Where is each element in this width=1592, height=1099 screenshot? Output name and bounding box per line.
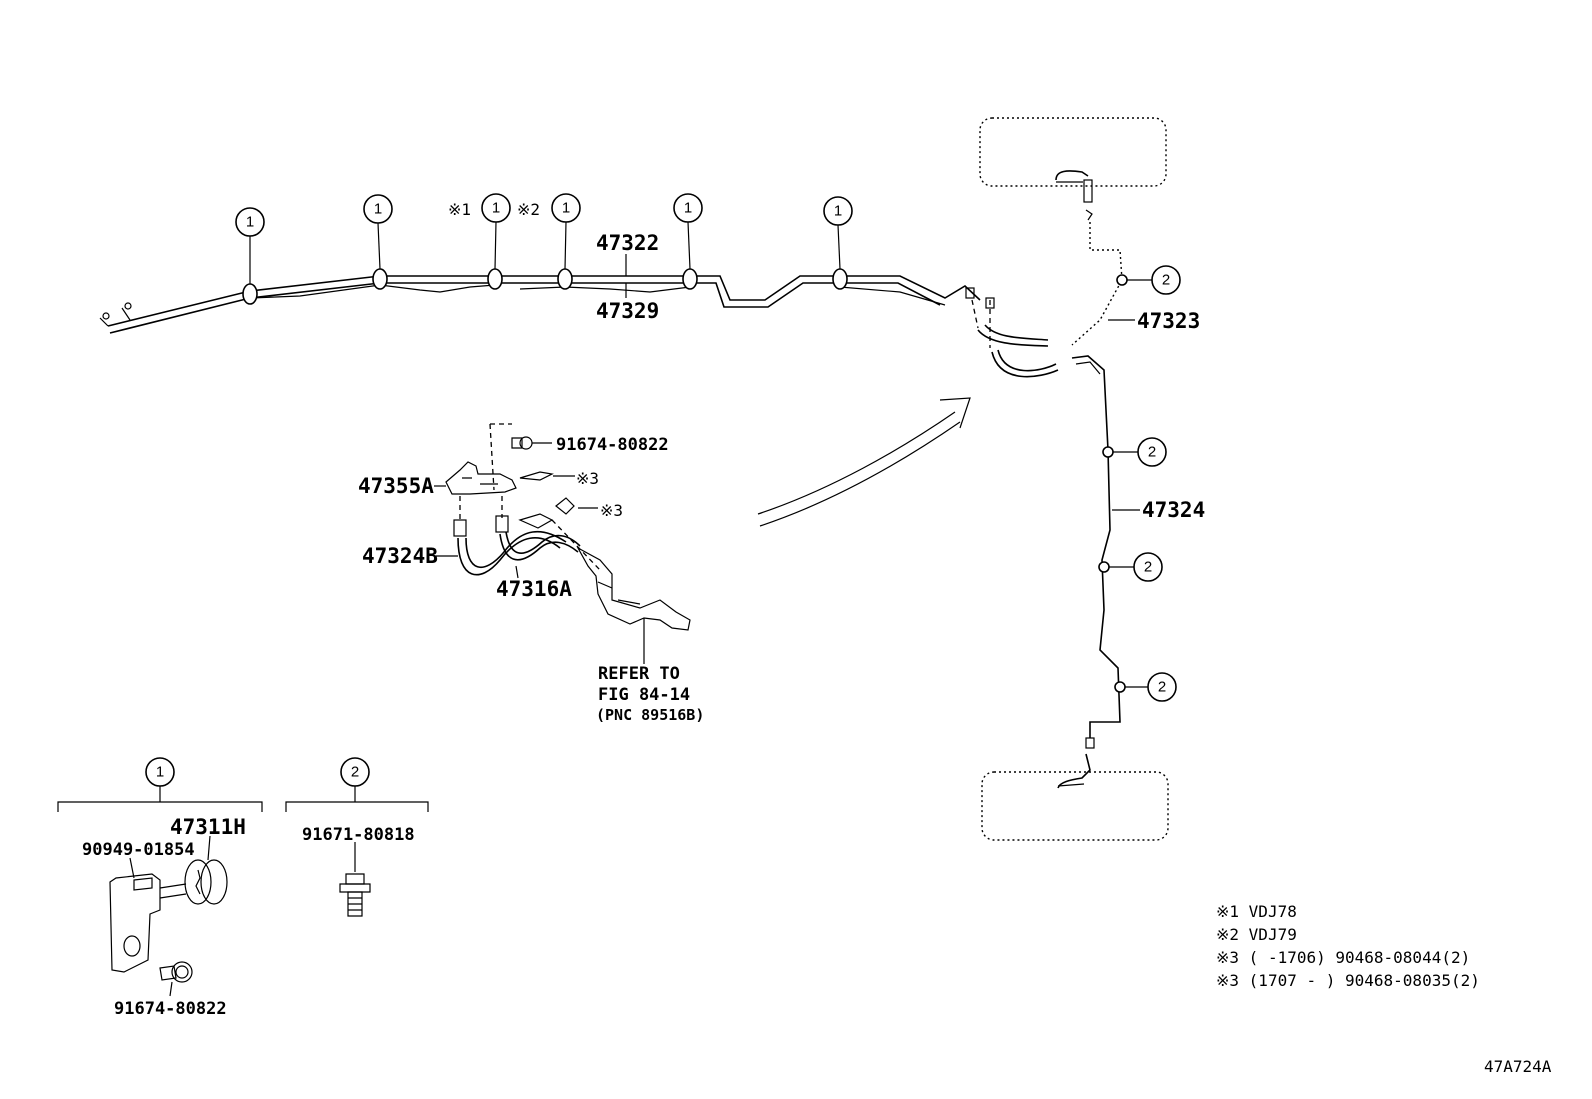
part-47323-label: 47323 xyxy=(1137,309,1200,333)
part-47355A-label: 47355A xyxy=(358,474,434,498)
bolt-91674-80822-label: 91674-80822 xyxy=(556,435,669,455)
callout-2-d xyxy=(1147,672,1177,702)
svg-text:1: 1 xyxy=(492,200,500,217)
part-90949-01854-label: 90949-01854 xyxy=(82,840,195,860)
legend: ※1 VDJ78 ※2 VDJ79 ※3 ( -1706) 90468-0804… xyxy=(1216,902,1480,990)
detail-2: 2 xyxy=(285,757,429,917)
svg-text:2: 2 xyxy=(351,764,359,781)
svg-text:1: 1 xyxy=(246,214,254,231)
svg-text:1: 1 xyxy=(562,200,570,217)
legend-line-3: ※3 ( -1706) 90468-08044(2) xyxy=(1216,948,1470,967)
figure-code: 47A724A xyxy=(1484,1057,1552,1076)
svg-text:2: 2 xyxy=(1162,272,1170,289)
detail-1: 1 xyxy=(57,757,263,997)
part-47316A-label: 47316A xyxy=(496,577,572,601)
marker-vdj78: ※1 xyxy=(448,200,471,219)
svg-text:2: 2 xyxy=(1158,679,1166,696)
clip-marker-lower: ※3 xyxy=(600,501,623,520)
flex-hose-assembly xyxy=(434,423,691,664)
part-47311H-label: 47311H xyxy=(170,815,246,839)
svg-text:1: 1 xyxy=(374,201,382,218)
junction-hoses xyxy=(965,287,1059,378)
marker-vdj79: ※2 xyxy=(517,200,540,219)
callout-2-b xyxy=(1137,437,1167,467)
main-brake-tube xyxy=(99,221,981,334)
svg-text:1: 1 xyxy=(684,200,692,217)
tube-47324: 2 47324 2 2 xyxy=(1071,355,1205,749)
clip-marker-upper: ※3 xyxy=(576,469,599,488)
part-47324-label: 47324 xyxy=(1142,498,1205,522)
upper-wheel-box xyxy=(979,117,1167,221)
tube-47323: 2 47323 xyxy=(1071,222,1200,346)
part-47324B-label: 47324B xyxy=(362,544,438,568)
callout-2-c xyxy=(1133,552,1163,582)
bolt-91671-80818-label: 91671-80818 xyxy=(302,825,415,845)
callout-1-f: 1 xyxy=(823,196,853,226)
callout-1-d: 1 xyxy=(551,193,581,223)
bolt-91674-80822-detail-label: 91674-80822 xyxy=(114,999,227,1019)
legend-line-2: ※2 VDJ79 xyxy=(1216,925,1297,944)
direction-arrow xyxy=(757,397,971,527)
callout-1-b: 1 xyxy=(363,194,393,224)
part-47329-label: 47329 xyxy=(596,299,659,323)
lower-wheel-box xyxy=(981,753,1169,841)
callout-1-a: 1 xyxy=(235,207,265,237)
svg-text:1: 1 xyxy=(834,203,842,220)
part-47322-label: 47322 xyxy=(596,231,659,255)
svg-text:2: 2 xyxy=(1144,559,1152,576)
refer-line-3: (PNC 89516B) xyxy=(596,706,704,724)
refer-line-1: REFER TO xyxy=(598,664,680,684)
callout-1-c: 1 xyxy=(481,193,511,223)
callout-1-e: 1 xyxy=(673,193,703,223)
callout-2-upper xyxy=(1151,265,1181,295)
legend-line-4: ※3 (1707 - ) 90468-08035(2) xyxy=(1216,971,1480,990)
refer-line-2: FIG 84-14 xyxy=(598,685,690,705)
legend-line-1: ※1 VDJ78 xyxy=(1216,902,1297,921)
svg-text:2: 2 xyxy=(1148,444,1156,461)
svg-text:1: 1 xyxy=(156,764,164,781)
